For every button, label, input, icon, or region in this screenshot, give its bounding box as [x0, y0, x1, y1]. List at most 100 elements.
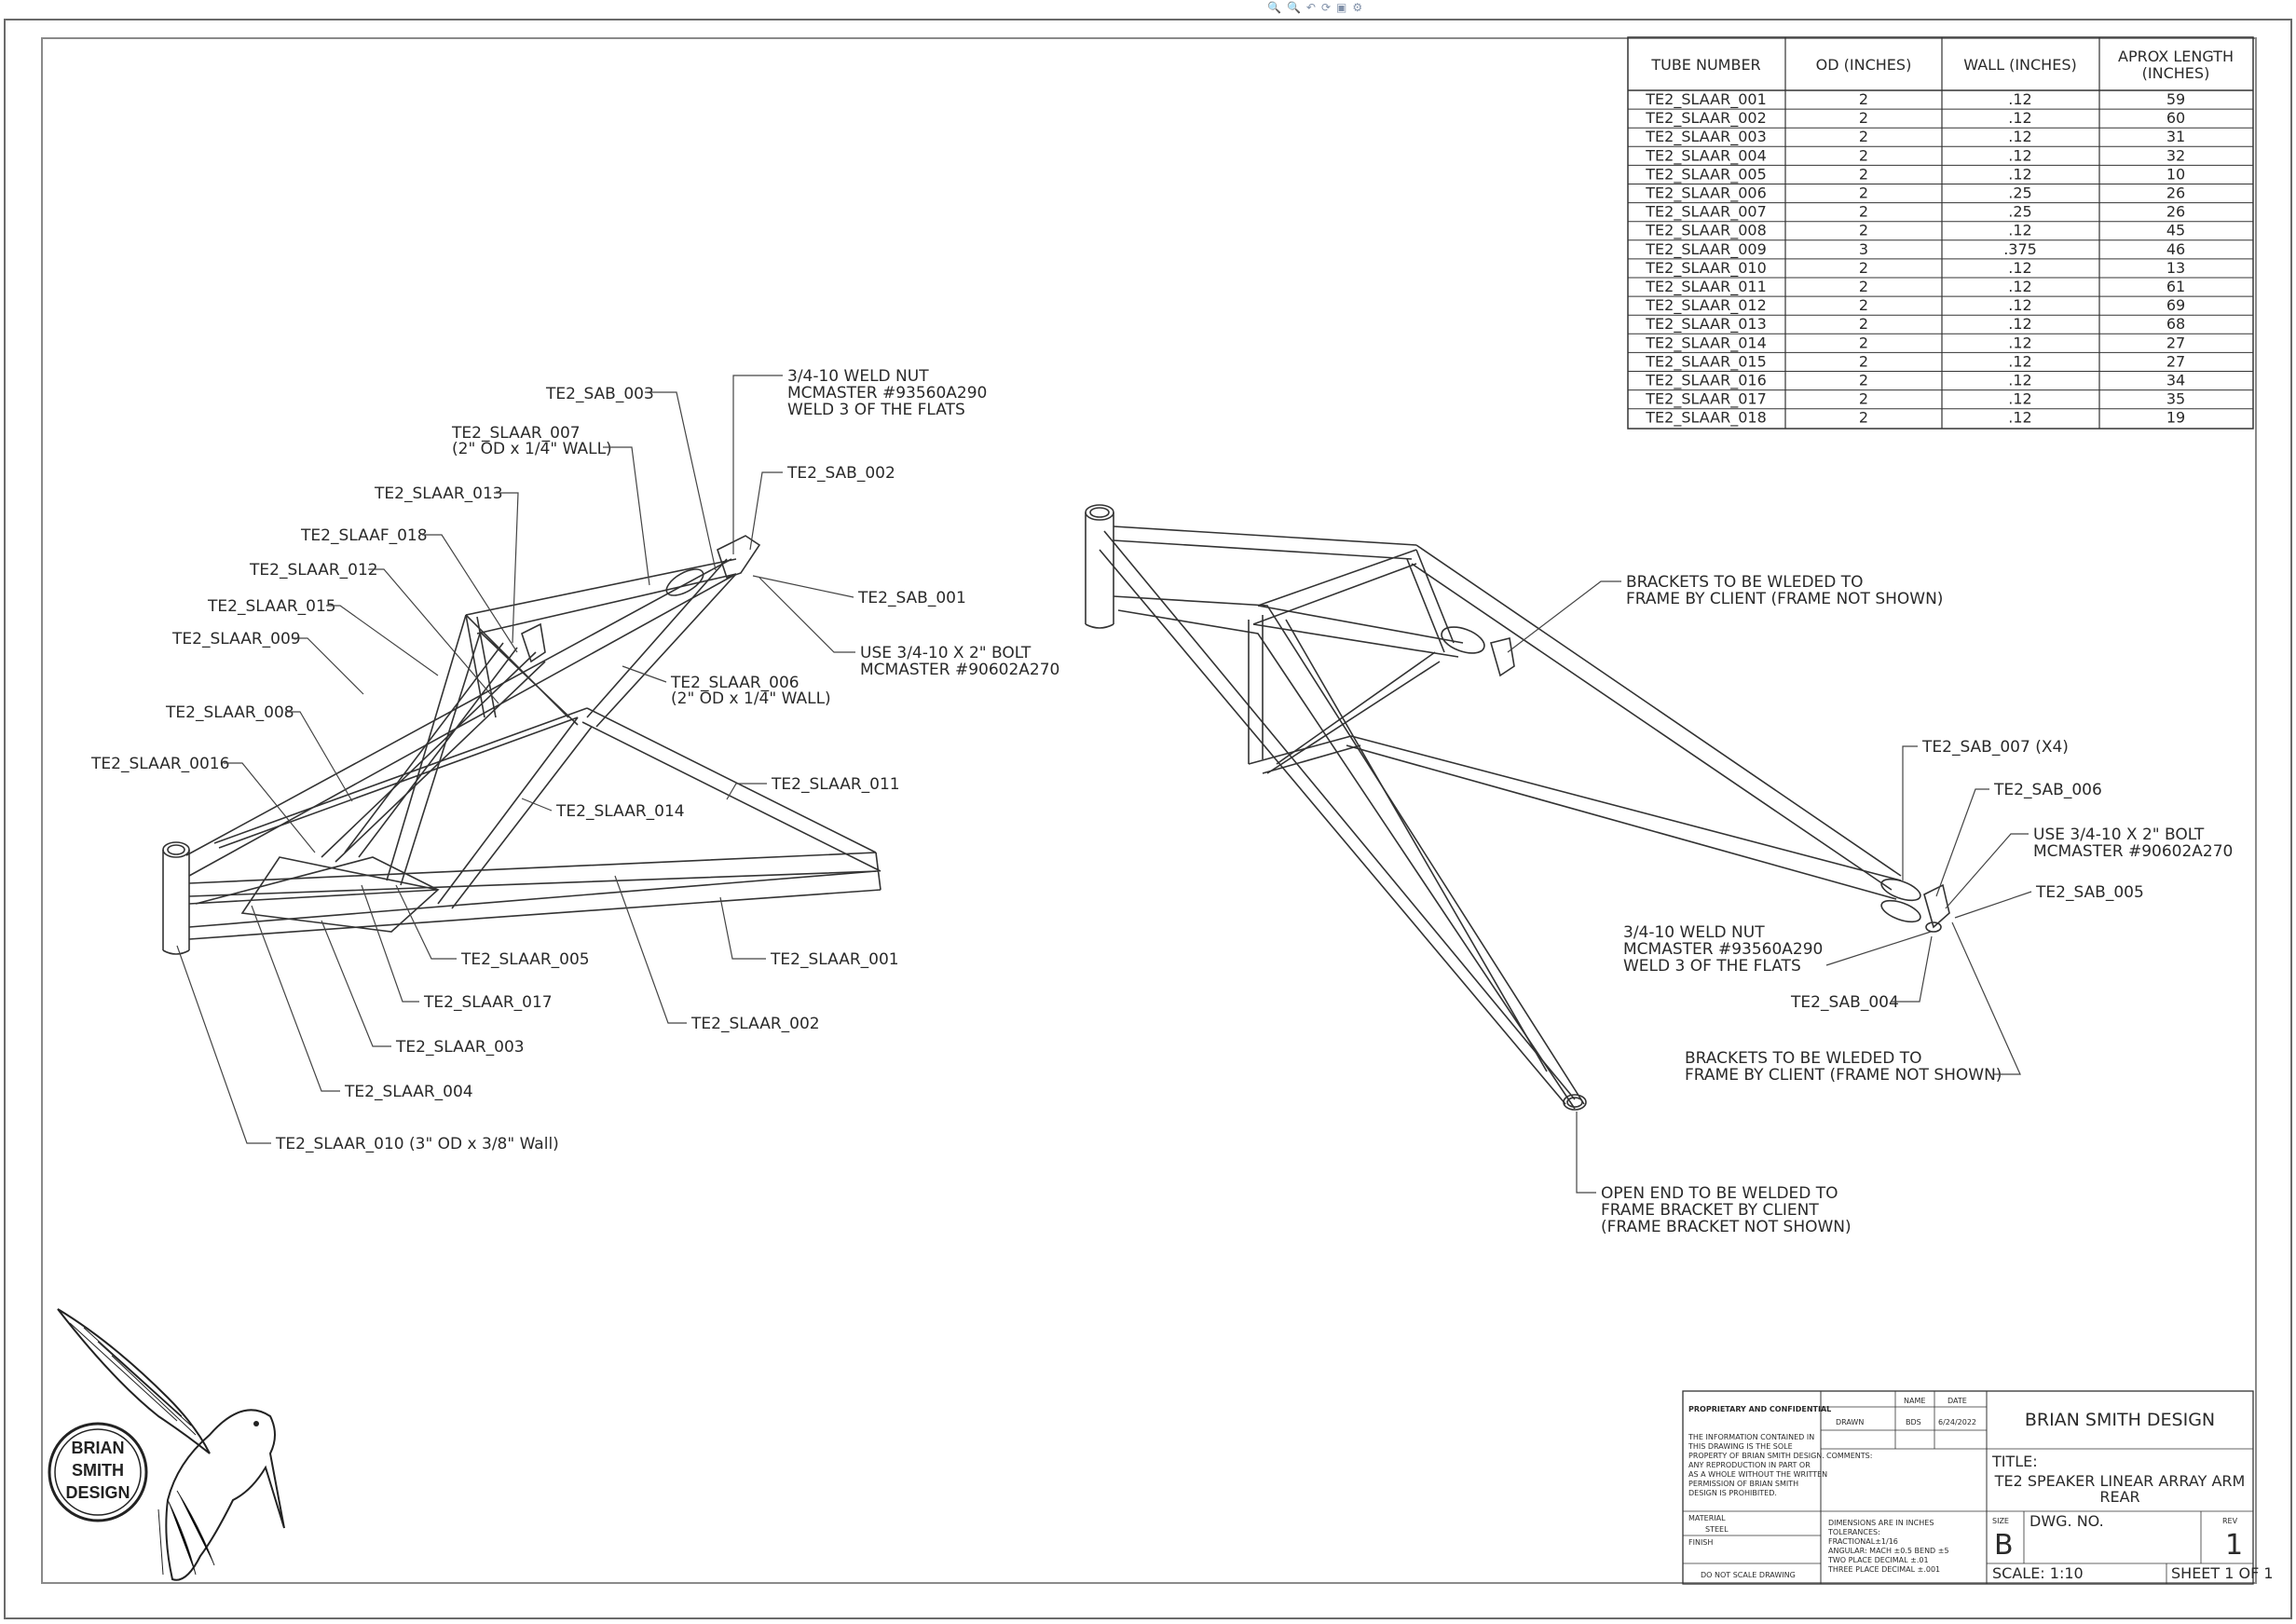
- company-name: BRIAN SMITH DESIGN: [2025, 1410, 2215, 1430]
- table-cell: TE2_SLAAR_003: [1645, 128, 1767, 146]
- table-cell: TE2_SLAAR_010: [1645, 259, 1767, 278]
- label-slaar-007-2: (2" OD x 1/4" WALL): [452, 440, 612, 458]
- table-cell: 3: [1859, 240, 1868, 258]
- table-cell: 69: [2166, 296, 2185, 314]
- table-cell: 2: [1859, 128, 1868, 145]
- sheet-text: SHEET 1 OF 1: [2171, 1564, 2274, 1582]
- label-open-end-1: OPEN END TO BE WELDED TO: [1601, 1184, 1838, 1203]
- table-header-length: APROX LENGTH: [2118, 48, 2234, 65]
- label-sab-005: TE2_SAB_005: [2035, 883, 2144, 902]
- label-weld-nut-r-1: 3/4-10 WELD NUT: [1623, 923, 1765, 942]
- label-slaar-012: TE2_SLAAR_012: [249, 561, 378, 580]
- label-sab-006: TE2_SAB_006: [1993, 781, 2102, 799]
- drawn-date: 6/24/2022: [1938, 1418, 1976, 1426]
- label-brackets-a-1: BRACKETS TO BE WLEDED TO: [1626, 573, 1864, 592]
- zoom-area-icon[interactable]: 🔍: [1286, 1, 1301, 14]
- drawing-title-1: TE2 SPEAKER LINEAR ARRAY ARM: [1994, 1472, 2246, 1490]
- table-cell: 2: [1859, 390, 1868, 408]
- table-cell: .12: [2008, 146, 2031, 164]
- label-bolt-1: USE 3/4-10 X 2" BOLT: [860, 644, 1032, 662]
- dwg-no-label: DWG. NO.: [2030, 1512, 2104, 1530]
- prop-title: PROPRIETARY AND CONFIDENTIAL: [1688, 1405, 1831, 1413]
- table-cell: 35: [2166, 390, 2185, 408]
- table-header-od: OD (INCHES): [1816, 56, 1912, 74]
- table-cell: TE2_SLAAR_009: [1645, 240, 1767, 259]
- table-cell: TE2_SLAAR_007: [1645, 203, 1767, 222]
- prop-text-line: PERMISSION OF BRIAN SMITH: [1688, 1480, 1798, 1488]
- table-cell: 2: [1859, 372, 1868, 389]
- table-cell: .12: [2008, 390, 2031, 408]
- sheet-outer-border: [4, 19, 2292, 1619]
- finish-label: FINISH: [1688, 1538, 1713, 1547]
- display-style-icon[interactable]: ▣: [1336, 1, 1347, 14]
- table-cell: .12: [2008, 278, 2031, 295]
- label-sab-004: TE2_SAB_004: [1790, 993, 1899, 1012]
- prop-text-line: PROPERTY OF BRIAN SMITH DESIGN.: [1688, 1452, 1824, 1460]
- table-cell: TE2_SLAAR_014: [1645, 334, 1767, 352]
- label-slaaf-018: TE2_SLAAF_018: [300, 526, 428, 545]
- table-cell: .12: [2008, 90, 2031, 108]
- prop-text-line: THE INFORMATION CONTAINED IN: [1688, 1433, 1814, 1441]
- table-cell: 2: [1859, 184, 1868, 202]
- zoom-to-fit-icon[interactable]: 🔍: [1267, 1, 1281, 14]
- label-slaar-002: TE2_SLAAR_002: [690, 1015, 820, 1033]
- label-slaar-005: TE2_SLAAR_005: [460, 950, 590, 969]
- table-cell: 2: [1859, 334, 1868, 351]
- label-bolt-r-2: MCMASTER #90602A270: [2033, 842, 2233, 861]
- prop-text-line: AS A WHOLE WITHOUT THE WRITTEN: [1688, 1470, 1827, 1479]
- label-slaar-008: TE2_SLAAR_008: [165, 703, 294, 722]
- previous-view-icon[interactable]: ↶: [1305, 1, 1316, 14]
- logo-line-2: SMITH: [72, 1461, 124, 1480]
- table-cell: 46: [2166, 240, 2185, 258]
- table-cell: .12: [2008, 259, 2031, 277]
- table-cell: 2: [1859, 409, 1868, 427]
- table-cell: 2: [1859, 296, 1868, 314]
- prop-text-line: THIS DRAWING IS THE SOLE: [1688, 1442, 1793, 1451]
- material-value: STEEL: [1705, 1525, 1729, 1534]
- view-settings-icon[interactable]: ⚙: [1352, 1, 1363, 14]
- table-cell: 2: [1859, 222, 1868, 239]
- table-cell: 26: [2166, 184, 2185, 202]
- title-block: PROPRIETARY AND CONFIDENTIAL THE INFORMA…: [1682, 1390, 2274, 1585]
- rev-label: REV: [2222, 1517, 2238, 1525]
- name-header: NAME: [1904, 1397, 1925, 1405]
- table-cell: 2: [1859, 109, 1868, 127]
- table-cell: .375: [2003, 240, 2037, 258]
- table-cell: TE2_SLAAR_005: [1645, 165, 1767, 184]
- table-header-length-unit: (INCHES): [2142, 64, 2210, 82]
- table-cell: 60: [2166, 109, 2185, 127]
- left-isometric-view: [162, 535, 882, 955]
- label-open-end-3: (FRAME BRACKET NOT SHOWN): [1601, 1218, 1852, 1236]
- table-cell: .12: [2008, 352, 2031, 370]
- label-slaar-001: TE2_SLAAR_001: [770, 950, 899, 969]
- rev-value: 1: [2225, 1529, 2243, 1562]
- no-scale-note: DO NOT SCALE DRAWING: [1701, 1571, 1796, 1579]
- table-cell: TE2_SLAAR_002: [1645, 109, 1767, 128]
- table-cell: 2: [1859, 278, 1868, 295]
- table-header-tube: TUBE NUMBER: [1650, 56, 1760, 74]
- tolerance-line: TOLERANCES:: [1827, 1528, 1880, 1536]
- label-slaar-0016: TE2_SLAAR_0016: [90, 755, 229, 773]
- tolerance-line: DIMENSIONS ARE IN INCHES: [1828, 1519, 1934, 1527]
- rotate-icon[interactable]: ⟳: [1320, 1, 1332, 14]
- drawn-label: DRAWN: [1836, 1418, 1864, 1426]
- title-label: TITLE:: [1991, 1453, 2038, 1470]
- table-cell: TE2_SLAAR_013: [1645, 315, 1767, 334]
- table-cell: .12: [2008, 165, 2031, 183]
- table-cell: 59: [2166, 90, 2185, 108]
- label-bolt-r-1: USE 3/4-10 X 2" BOLT: [2033, 826, 2205, 844]
- table-cell: 2: [1859, 203, 1868, 221]
- table-cell: TE2_SLAAR_018: [1645, 409, 1767, 428]
- label-slaar-006-1: TE2_SLAAR_006: [670, 674, 800, 692]
- table-cell: .12: [2008, 128, 2031, 145]
- table-cell: 2: [1859, 352, 1868, 370]
- logo-line-3: DESIGN: [65, 1483, 130, 1502]
- tolerance-line: THREE PLACE DECIMAL ±.001: [1827, 1565, 1940, 1574]
- label-brackets-b-1: BRACKETS TO BE WLEDED TO: [1685, 1049, 1922, 1068]
- label-slaar-017: TE2_SLAAR_017: [423, 993, 553, 1012]
- view-toolbar: 🔍 🔍 ↶ ⟳ ▣ ⚙: [1267, 0, 1362, 15]
- table-cell: 27: [2166, 334, 2185, 351]
- material-label: MATERIAL: [1688, 1514, 1726, 1522]
- table-cell: 13: [2166, 259, 2185, 277]
